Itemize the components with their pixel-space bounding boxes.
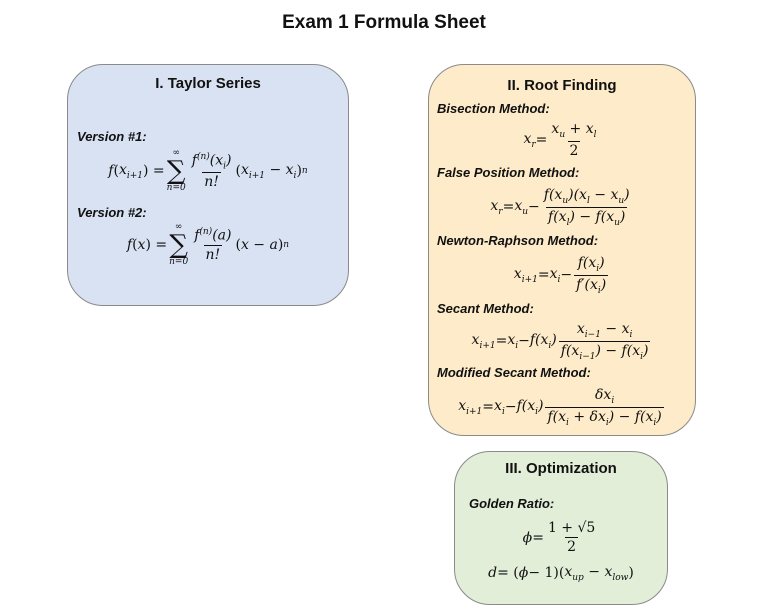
secant-label: Secant Method: [437, 301, 534, 316]
taylor-version-1-equation: f(xi+1) = ∞∑n=0 f(n)(xi)n! (xi+1 − xi)n [108, 148, 308, 193]
bisection-label: Bisection Method: [437, 101, 550, 116]
false-position-equation: xr = xu − f(xu)(xl − xu)f(xl) − f(xu) [490, 187, 630, 228]
golden-ratio-label: Golden Ratio: [469, 496, 555, 511]
newton-raphson-equation: xi+1 = xi − f(xi)f′(xi) [513, 255, 609, 296]
optimization-box: III. Optimization Golden Ratio: ϕ = 1 + … [454, 451, 668, 605]
newton-raphson-label: Newton-Raphson Method: [437, 233, 599, 248]
version-1-label: Version #1: [77, 129, 147, 144]
root-finding-box: II. Root Finding Bisection Method: xr = … [428, 64, 696, 436]
taylor-series-heading: I. Taylor Series [155, 75, 261, 92]
page-title: Exam 1 Formula Sheet [282, 12, 486, 33]
taylor-series-box: I. Taylor Series Version #1: f(xi+1) = ∞… [67, 64, 349, 306]
taylor-version-2-equation: f(x) = ∞∑n=0 f(n)(a)n! (x − a)n [126, 222, 290, 267]
golden-distance-equation: d = (ϕ − 1)(xup − xlow) [488, 564, 634, 583]
root-finding-heading: II. Root Finding [507, 77, 617, 94]
version-2-label: Version #2: [77, 205, 147, 220]
false-position-label: False Position Method: [437, 165, 580, 180]
optimization-heading: III. Optimization [505, 460, 617, 477]
modified-secant-label: Modified Secant Method: [437, 365, 591, 380]
